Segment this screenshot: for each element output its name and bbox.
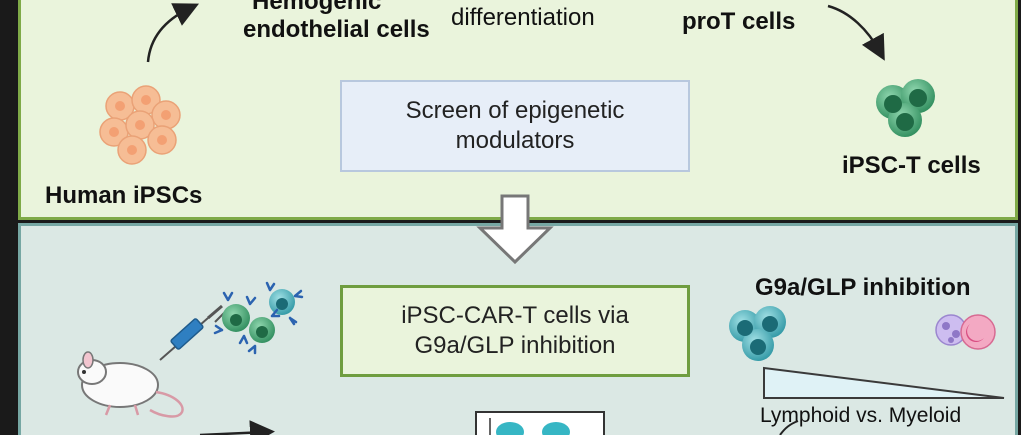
arrow-to-hemogenic bbox=[146, 3, 200, 63]
screen-box-line2: modulators bbox=[455, 127, 575, 154]
mouse-icon bbox=[77, 351, 184, 418]
lymphoid-vs-myeloid-label: Lymphoid vs. Myeloid bbox=[760, 404, 962, 427]
screen-modulators-box: Screen of epigenetic modulators bbox=[340, 80, 690, 172]
differentiation-label: differentiation bbox=[451, 4, 595, 31]
car-box-line1: iPSC-CAR-T cells via bbox=[401, 302, 629, 329]
prot-cells-label: proT cells bbox=[682, 8, 796, 35]
bottom-arrow-right bbox=[779, 420, 799, 435]
hemogenic-label-line2: endothelial cells bbox=[243, 16, 430, 43]
car-t-cells-icon bbox=[213, 281, 304, 355]
lymphoid-cells-icon bbox=[729, 306, 786, 361]
car-box-line2: G9a/GLP inhibition bbox=[414, 332, 616, 359]
ipsc-cluster-icon bbox=[99, 85, 181, 165]
flow-plot-thumbnail bbox=[475, 411, 605, 435]
ipsc-t-cells-icon bbox=[876, 79, 935, 137]
lymphoid-myeloid-wedge bbox=[763, 366, 1005, 399]
human-ipscs-label: Human iPSCs bbox=[45, 182, 203, 209]
syringe-icon bbox=[159, 304, 226, 361]
arrow-to-ipsc-t bbox=[827, 4, 885, 61]
ipsc-t-cells-label: iPSC-T cells bbox=[842, 152, 981, 179]
screen-box-line1: Screen of epigenetic bbox=[405, 97, 625, 124]
myeloid-cells-icon bbox=[935, 314, 996, 350]
down-arrow bbox=[476, 194, 554, 265]
g9a-inhibition-title: G9a/GLP inhibition bbox=[755, 274, 971, 301]
ipsc-car-t-box: iPSC-CAR-T cells via G9a/GLP inhibition bbox=[340, 285, 690, 377]
hemogenic-label-line1: Hemogenic bbox=[252, 0, 382, 15]
